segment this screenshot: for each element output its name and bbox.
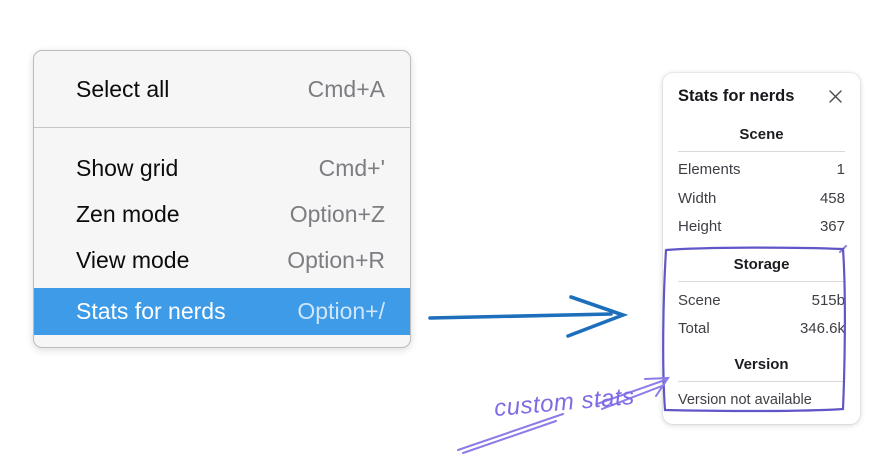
- stat-label: Elements: [678, 161, 741, 178]
- stats-panel-header: Stats for nerds: [678, 86, 845, 106]
- menu-item-label: Zen mode: [76, 200, 180, 227]
- stat-label: Height: [678, 218, 722, 235]
- menu-item-view-mode[interactable]: View mode Option+R: [34, 237, 410, 283]
- blue-arrow: [428, 295, 629, 338]
- version-section-heading: Version: [734, 355, 789, 373]
- menu-item-shortcut: Option+R: [287, 246, 385, 273]
- storage-rows: Scene 515b Total 346.6k: [678, 282, 845, 348]
- version-message: Version not available: [678, 391, 812, 408]
- stat-value: 458: [819, 189, 845, 207]
- menu-item-stats-for-nerds[interactable]: Stats for nerds Option+/: [34, 288, 410, 335]
- menu-item-show-grid[interactable]: Show grid Cmd+': [34, 145, 410, 191]
- stat-label: Total: [678, 320, 710, 337]
- menu-item-shortcut: Cmd+A: [307, 75, 385, 102]
- stats-panel: Stats for nerds Scene Elements 1 Width 4…: [663, 73, 860, 424]
- menu-item-label: Select all: [76, 75, 170, 102]
- stats-panel-title: Stats for nerds: [678, 86, 795, 105]
- menu-item-label: Stats for nerds: [76, 298, 226, 324]
- menu-divider: [34, 127, 410, 128]
- menu-item-shortcut: Cmd+': [318, 154, 385, 181]
- menu-group: Show grid Cmd+' Zen mode Option+Z View m…: [34, 128, 410, 335]
- close-icon[interactable]: [825, 86, 845, 106]
- stat-label: Width: [678, 189, 717, 207]
- stat-value: 367: [819, 218, 845, 235]
- stat-row-total-storage: Total 346.6k: [678, 315, 845, 344]
- stat-value: 1: [836, 161, 845, 178]
- menu-item-label: View mode: [76, 246, 190, 273]
- stat-row-scene-storage: Scene 515b: [678, 287, 845, 316]
- menu-item-shortcut: Option+/: [297, 298, 385, 324]
- section-divider: [678, 151, 845, 152]
- scene-section-heading: Scene: [739, 126, 784, 143]
- menu-item-zen-mode[interactable]: Zen mode Option+Z: [34, 191, 410, 237]
- storage-section-heading: Storage: [733, 255, 790, 273]
- stat-row-height: Height 367: [678, 213, 845, 242]
- stat-label: Scene: [678, 291, 721, 309]
- stat-value: 515b: [811, 291, 845, 309]
- stat-row-width: Width 458: [678, 185, 845, 214]
- context-menu: Select all Cmd+A Show grid Cmd+' Zen mod…: [33, 50, 411, 348]
- stat-row-elements: Elements 1: [678, 156, 845, 185]
- scene-rows: Elements 1 Width 458 Height 367: [678, 152, 845, 248]
- menu-item-label: Show grid: [76, 154, 179, 181]
- stat-value: 346.6k: [799, 320, 845, 337]
- custom-stats-annotation: custom stats: [493, 382, 636, 423]
- menu-item-select-all[interactable]: Select all Cmd+A: [34, 51, 410, 127]
- menu-item-shortcut: Option+Z: [289, 200, 385, 227]
